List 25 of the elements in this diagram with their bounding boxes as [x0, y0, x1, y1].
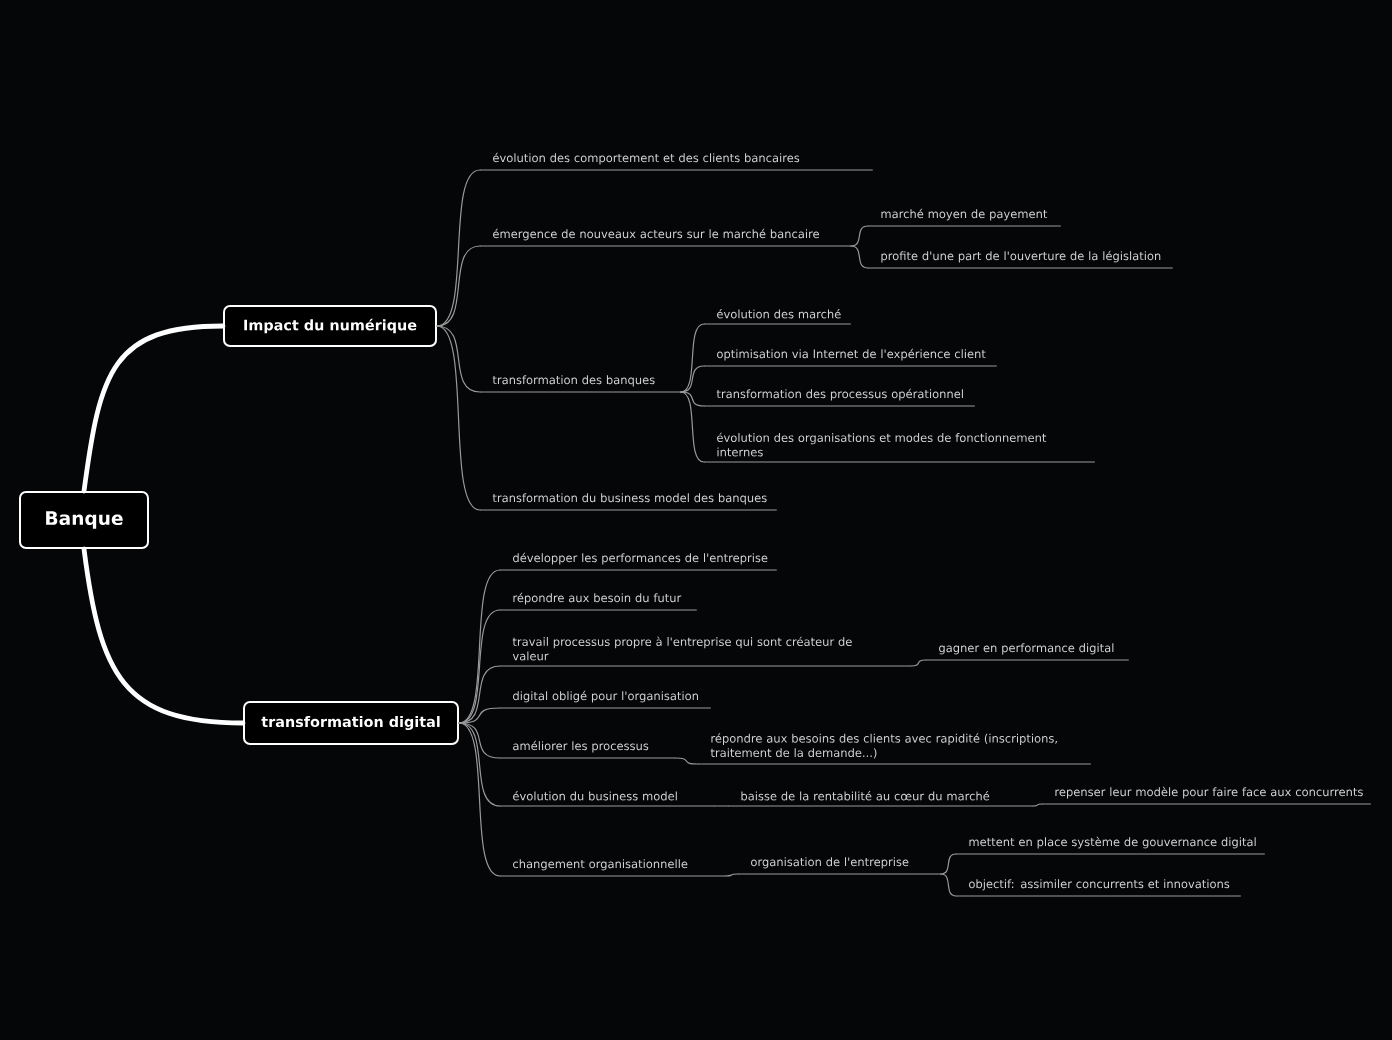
branch-line: [910, 659, 927, 667]
topic-box: Banque: [19, 491, 149, 549]
branch-line: [458, 722, 501, 807]
branch-line: [81, 546, 246, 726]
branch-line: [436, 325, 481, 511]
branch-line: [714, 805, 729, 807]
branch-line: [436, 169, 481, 327]
branch-line: [940, 853, 957, 875]
branch-line: [680, 365, 705, 393]
branch-line: [81, 323, 226, 494]
branch-line: [436, 325, 481, 393]
branch-line: [1032, 803, 1043, 807]
branch-line: [458, 722, 501, 877]
branch-line: [850, 245, 869, 269]
branch-line: [436, 245, 481, 327]
branch-line: [680, 391, 705, 407]
branch-line: [850, 225, 869, 247]
branch-line: [680, 391, 705, 463]
branch-line: [680, 323, 705, 393]
branch-line: [458, 609, 501, 724]
branch-line: [458, 569, 501, 724]
branch-line: [940, 873, 957, 897]
branch-line: [458, 707, 501, 724]
branch-line: [724, 873, 739, 877]
branch-line: [674, 757, 699, 765]
